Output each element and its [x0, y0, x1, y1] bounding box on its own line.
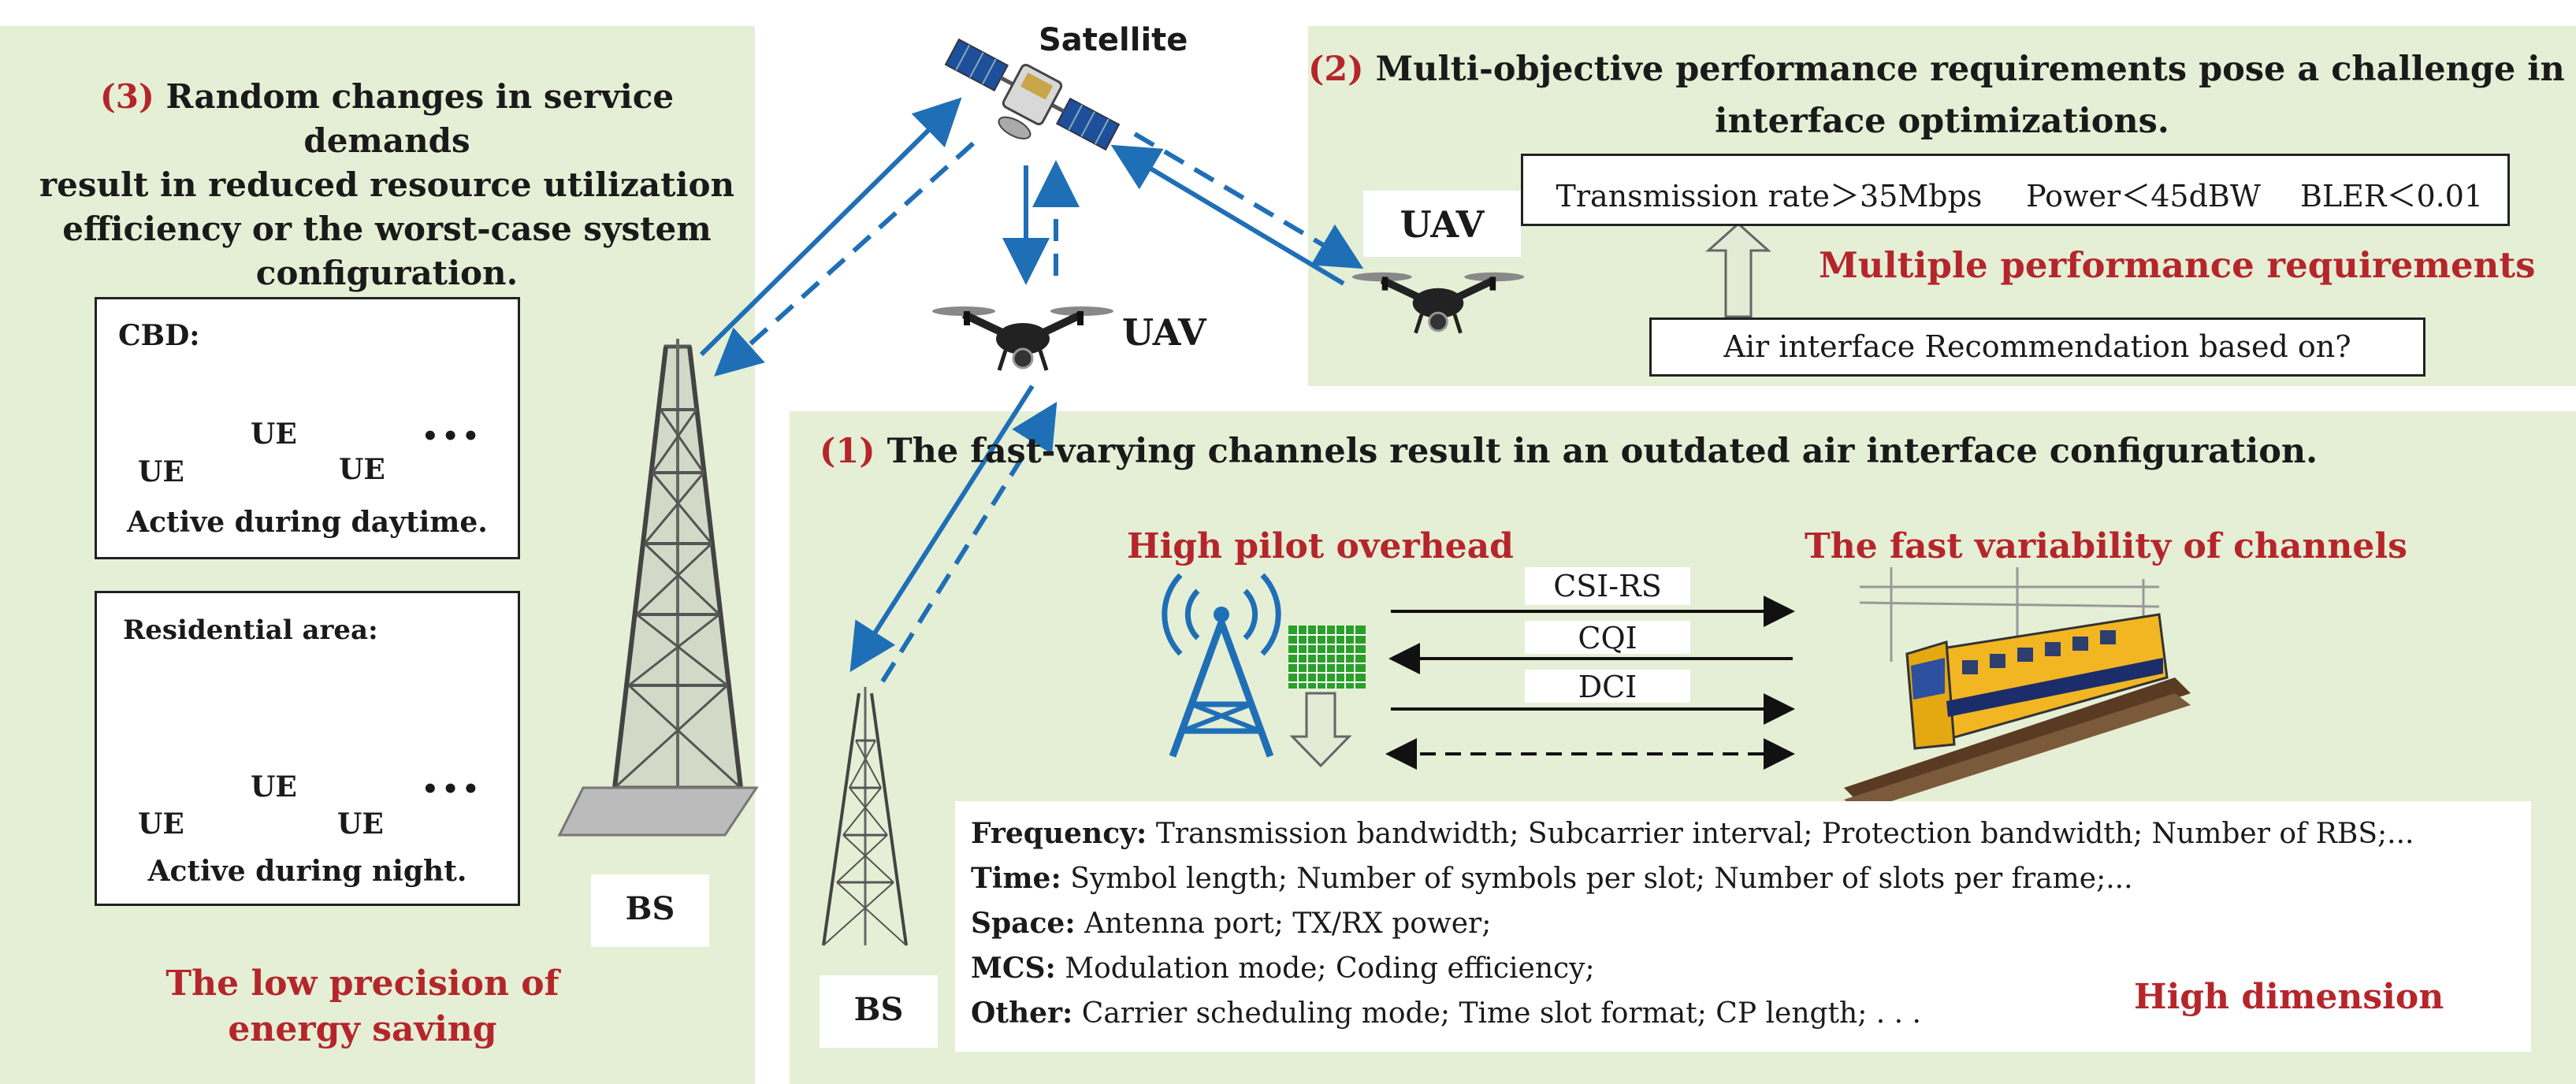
parameters-list: Frequency: Transmission bandwidth; Subca… — [971, 811, 2523, 1036]
csi-rs-label: CSI-RS — [1553, 569, 1662, 603]
uav-right-icon — [1351, 272, 1525, 334]
param-mcs-value: Modulation mode; Coding efficiency; — [1065, 952, 1595, 985]
param-other-key: Other: — [971, 997, 1073, 1030]
footer-line2: energy saving — [228, 1009, 497, 1049]
multiple-requirements-label: Multiple performance requirements — [1819, 244, 2536, 286]
panel3-heading: (3) Random changes in service demands re… — [36, 75, 738, 295]
uav-center-label: UAV — [1122, 311, 1206, 354]
param-frequency-key: Frequency: — [971, 817, 1147, 850]
param-mcs-key: MCS: — [971, 952, 1056, 985]
cbd-ue-1: UE — [138, 455, 184, 488]
param-time: Time: Symbol length; Number of symbols p… — [971, 856, 2523, 901]
res-ue-1: UE — [138, 807, 184, 841]
res-ue-3: UE — [337, 807, 384, 841]
param-time-value: Symbol length; Number of symbols per slo… — [1070, 863, 2133, 895]
uav-center-icon — [932, 306, 1113, 371]
param-mcs: MCS: Modulation mode; Coding efficiency; — [971, 946, 2523, 991]
antenna-tower-icon — [1162, 573, 1281, 758]
req-rate: Transmission rate＞35Mbps — [1556, 179, 1983, 213]
energy-saving-footer: The low precision of energy saving — [142, 961, 583, 1052]
panel2-line2: interface optimizations. — [1715, 102, 2169, 141]
panel3-number: (3) — [99, 77, 154, 116]
cqi-labelbox — [1525, 621, 1690, 654]
fast-variability-label: The fast variability of channels — [1805, 526, 2407, 566]
cqi-label: CQI — [1578, 621, 1637, 655]
uav-right-label: UAV — [1400, 203, 1485, 246]
recommendation-box — [1649, 317, 2425, 377]
bs-tower-center-icon — [822, 687, 908, 946]
req-bler: BLER＜0.01 — [2299, 179, 2484, 213]
satellite-icon — [944, 38, 1121, 151]
panel3-line4: configuration. — [255, 254, 519, 292]
link-satellite-to-uav-right — [1133, 132, 1364, 269]
down-arrow-icon — [1289, 692, 1352, 768]
param-space-key: Space: — [971, 907, 1076, 940]
uav-right-labelbox — [1363, 191, 1521, 257]
panel3-line3: efficiency or the worst-case system — [62, 210, 712, 248]
pilot-grid-icon — [1288, 626, 1366, 689]
pilot-overhead-label: High pilot overhead — [1127, 526, 1514, 566]
param-frequency-value: Transmission bandwidth; Subcarrier inter… — [1155, 818, 2414, 850]
cbd-caption: Active during daytime. — [127, 506, 488, 539]
req-power-cell — [2025, 161, 2262, 218]
cbd-title: CBD: — [118, 319, 200, 352]
recommendation-text: Air interface Recommendation based on? — [1723, 329, 2351, 364]
panel3-line2: result in reduced resource utilization — [39, 165, 735, 204]
req-power: Power＜45dBW — [2026, 179, 2261, 213]
req-rate-cell — [1537, 161, 2002, 218]
residential-box — [95, 591, 520, 906]
parameters-box — [955, 801, 2531, 1052]
param-frequency: Frequency: Transmission bandwidth; Subca… — [971, 811, 2523, 856]
panel2-heading: (2) Multi-objective performance requirem… — [1308, 43, 2576, 147]
panel1-heading: (1) The fast-varying channels result in … — [820, 432, 2318, 471]
bs-left-labelbox — [591, 874, 709, 947]
bs-center-label: BS — [853, 991, 904, 1028]
train-icon — [1844, 567, 2191, 811]
panel2-line1: Multi-objective performance requirements… — [1375, 50, 2576, 89]
footer-line1: The low precision of — [165, 963, 559, 1004]
link-uav-right-to-satellite — [1110, 144, 1345, 286]
dci-labelbox — [1525, 670, 1690, 703]
bs-tower-left-icon — [557, 339, 759, 837]
link-satellite-to-bs — [714, 141, 976, 377]
link-uav-to-bs — [849, 384, 1035, 673]
cbd-ue-2: UE — [251, 418, 297, 451]
panel1-title: The fast-varying channels result in an o… — [887, 432, 2318, 471]
panel3-line1: Random changes in service demands — [165, 77, 675, 160]
up-arrow-shape — [1705, 221, 1771, 318]
cbd-dots: ••• — [422, 421, 483, 452]
param-space-value: Antenna port; TX/RX power; — [1084, 908, 1492, 940]
res-caption: Active during night. — [147, 855, 467, 888]
cbd-box — [95, 297, 520, 559]
cbd-ue-3: UE — [339, 453, 385, 486]
bs-left-label: BS — [625, 890, 675, 927]
bs-center-labelbox — [820, 975, 938, 1048]
req-bler-cell — [2285, 161, 2498, 218]
dci-label: DCI — [1578, 670, 1637, 704]
panel2-number: (2) — [1308, 50, 1364, 89]
param-space: Space: Antenna port; TX/RX power; — [971, 901, 2523, 946]
res-ue-2: UE — [251, 770, 297, 804]
param-other-value: Carrier scheduling mode; Time slot forma… — [1081, 997, 1921, 1030]
residential-title: Residential area: — [123, 614, 378, 646]
link-bs-to-uav — [880, 401, 1058, 683]
link-bs-to-satellite — [699, 97, 962, 357]
panel1-number: (1) — [820, 432, 875, 471]
bidir-dashed-arrowhead-left — [1387, 744, 1411, 763]
satellite-label: Satellite — [1039, 22, 1188, 58]
param-time-key: Time: — [971, 862, 1061, 895]
high-dimension-label: High dimension — [2134, 977, 2444, 1017]
csi-rs-labelbox — [1525, 567, 1690, 605]
res-dots: ••• — [422, 774, 483, 805]
param-other: Other: Carrier scheduling mode; Time slo… — [971, 991, 2523, 1036]
